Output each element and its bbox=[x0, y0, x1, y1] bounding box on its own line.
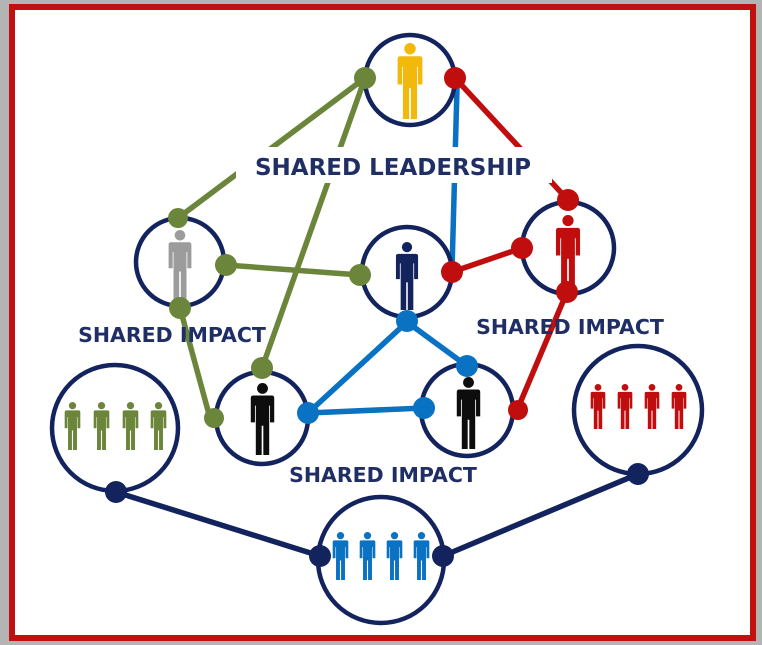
connection-dot bbox=[349, 264, 371, 286]
shared-impact-left-label: SHARED IMPACT bbox=[78, 323, 266, 347]
connection-dot bbox=[444, 67, 466, 89]
red-link bbox=[515, 289, 570, 411]
connection-dot bbox=[441, 261, 463, 283]
blue-dots bbox=[297, 310, 478, 424]
connection-dot bbox=[354, 67, 376, 89]
connection-dot bbox=[556, 281, 578, 303]
red-link bbox=[449, 245, 525, 275]
shared-leadership-label: SHARED LEADERSHIP bbox=[255, 155, 531, 181]
label-backing bbox=[236, 147, 552, 183]
connection-dot bbox=[627, 463, 649, 485]
connection-dot bbox=[168, 208, 188, 228]
connection-dot bbox=[396, 310, 418, 332]
connection-dot bbox=[456, 355, 478, 377]
connection-dot bbox=[432, 545, 454, 567]
connection-dot bbox=[511, 237, 533, 259]
shared-impact-right-label: SHARED IMPACT bbox=[476, 315, 664, 339]
connection-dot bbox=[413, 397, 435, 419]
olive-dots bbox=[168, 67, 376, 428]
blue-link bbox=[404, 319, 470, 369]
blue-link bbox=[305, 405, 427, 416]
connection-dot bbox=[204, 408, 224, 428]
blue-link bbox=[305, 319, 410, 416]
connection-dot bbox=[215, 254, 237, 276]
navy-connections bbox=[113, 471, 641, 559]
red-dots bbox=[441, 67, 579, 420]
navy-link bbox=[440, 471, 641, 559]
connection-dot bbox=[251, 357, 273, 379]
navy-link bbox=[113, 489, 323, 559]
connection-dot bbox=[169, 297, 191, 319]
shared-impact-bottom-label: SHARED IMPACT bbox=[289, 463, 477, 487]
connection-dot bbox=[508, 400, 528, 420]
olive-link bbox=[259, 75, 368, 371]
navy-dots bbox=[105, 463, 649, 567]
connection-dot bbox=[309, 545, 331, 567]
connection-dot bbox=[297, 402, 319, 424]
connection-dot bbox=[105, 481, 127, 503]
olive-link bbox=[223, 262, 363, 278]
connection-dot bbox=[557, 189, 579, 211]
olive-link bbox=[177, 305, 213, 421]
